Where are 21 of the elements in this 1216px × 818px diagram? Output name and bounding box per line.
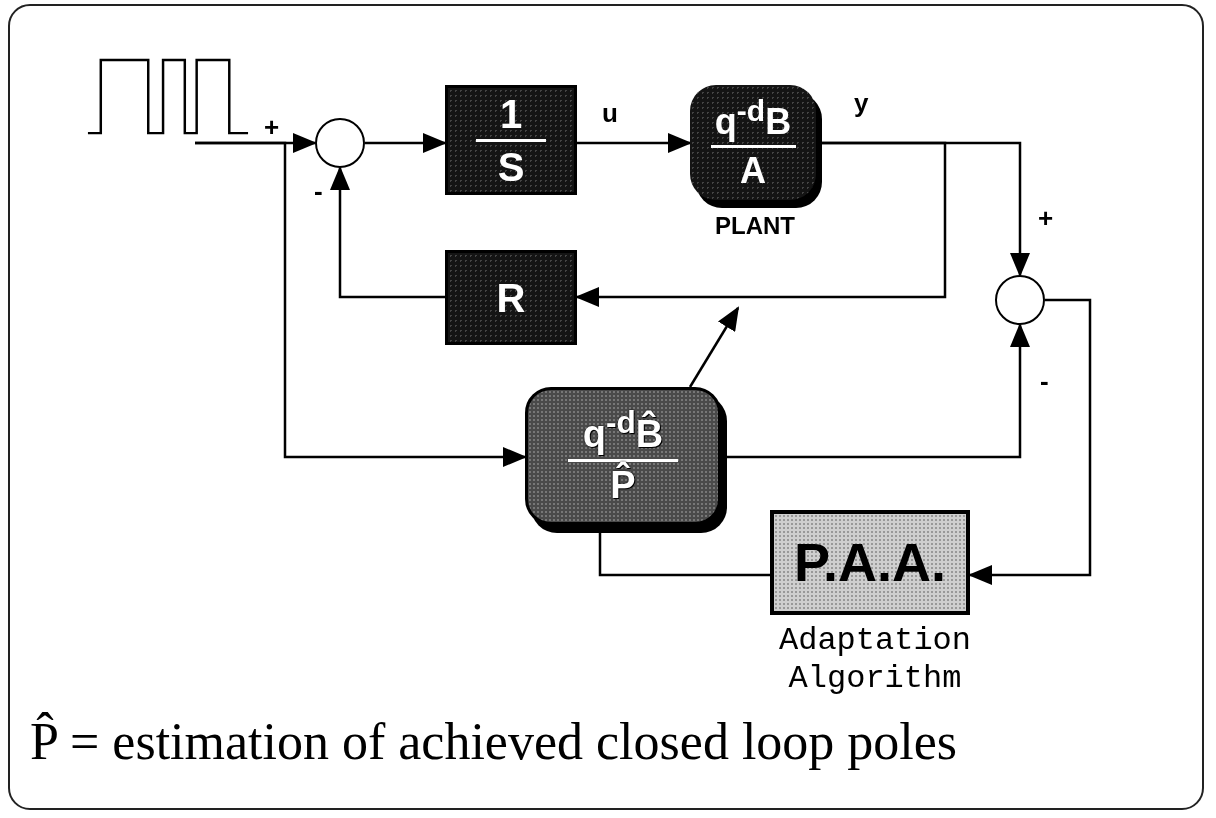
arrow (330, 166, 445, 299)
arrow (688, 306, 740, 388)
arrow (577, 133, 692, 153)
numerator: q$^{-d}$B (714, 95, 792, 141)
transfer-block (445, 250, 577, 345)
summing-junction (315, 118, 365, 168)
summing-junction (995, 275, 1045, 325)
arrow (365, 133, 447, 153)
numerator: 1 (499, 92, 523, 135)
numerator: q$^{-d}$B̂ (582, 406, 664, 455)
block-label: R (496, 276, 526, 319)
denominator: A (740, 152, 766, 190)
block-caption: PLANT (714, 212, 796, 241)
arrow (575, 141, 947, 307)
transfer-block (445, 85, 577, 195)
adaptation-block (770, 510, 970, 615)
caption: P̂ = estimation of achieved closed loop poles (30, 712, 958, 771)
arrow (195, 141, 527, 467)
block-label: P.A.A. (793, 534, 947, 591)
block-caption: Adaptation Algorithm (778, 622, 972, 699)
denominator: S (497, 145, 525, 188)
